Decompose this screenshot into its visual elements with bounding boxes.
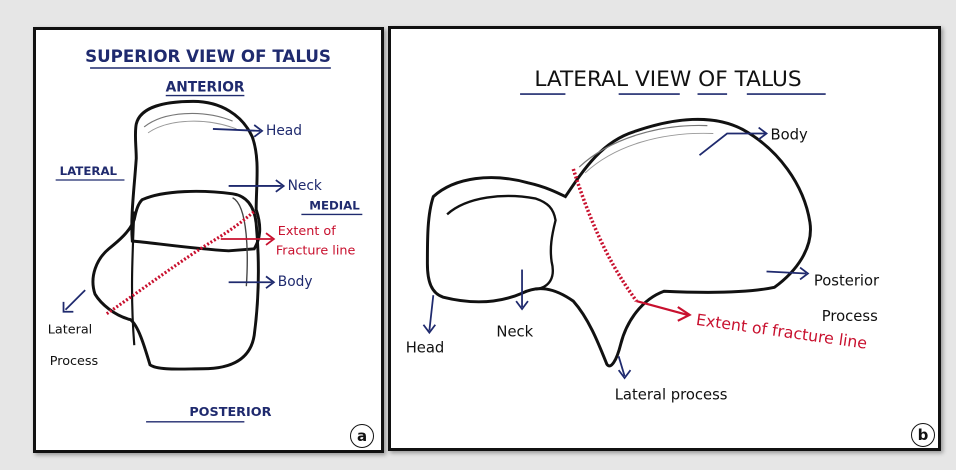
lateral-process-label-line1: Lateral bbox=[48, 322, 92, 337]
posterior-process-label-line2: Process bbox=[822, 308, 878, 325]
lateral-view-drawing: LATERAL VIEW OF TALUS bbox=[391, 29, 938, 448]
anterior-label: ANTERIOR bbox=[166, 80, 245, 96]
fracture-line bbox=[573, 169, 636, 301]
head-label: Head bbox=[266, 123, 302, 139]
posterior-process-arrow bbox=[767, 272, 806, 274]
head-label: Head bbox=[406, 339, 445, 356]
body-label: Body bbox=[278, 274, 313, 290]
lateral-process-label: Lateral process bbox=[615, 387, 728, 404]
annotation-arrows bbox=[64, 125, 284, 312]
annotation-arrows bbox=[423, 128, 807, 378]
lateral-process-label-line2: Process bbox=[50, 354, 99, 369]
medial-label: MEDIAL bbox=[309, 199, 360, 213]
trochlea-hatch-2 bbox=[585, 133, 713, 173]
body-inner-line bbox=[132, 211, 134, 345]
panel-a-title: SUPERIOR VIEW OF TALUS bbox=[85, 46, 331, 66]
neck-label: Neck bbox=[288, 178, 322, 194]
head-articular-hatch bbox=[144, 113, 232, 126]
head-arrow bbox=[213, 129, 260, 131]
body-outline bbox=[93, 191, 258, 369]
fracture-line bbox=[107, 211, 254, 313]
body-label: Body bbox=[770, 126, 808, 143]
lateral-label: LATERAL bbox=[60, 164, 118, 178]
fracture-label-line2: Fracture line bbox=[276, 244, 356, 259]
head-arrow bbox=[429, 295, 433, 330]
posterior-label: POSTERIOR bbox=[189, 405, 271, 420]
lateral-process-arrow bbox=[65, 290, 85, 310]
posterior-process-label-line1: Posterior bbox=[814, 272, 880, 289]
panel-lateral-view: LATERAL VIEW OF TALUS bbox=[388, 26, 941, 451]
panel-b-title: LATERAL VIEW OF TALUS bbox=[534, 67, 801, 92]
trochlea-hatch bbox=[579, 125, 707, 167]
body-facet-line bbox=[233, 198, 248, 286]
head-articular-hatch-2 bbox=[148, 121, 236, 133]
neck-inner-outline bbox=[447, 196, 555, 289]
panel-superior-view: SUPERIOR VIEW OF TALUS ANTERIOR LATERAL … bbox=[33, 27, 384, 453]
head-neck-outline bbox=[132, 101, 260, 250]
neck-label: Neck bbox=[496, 324, 533, 341]
superior-view-drawing: SUPERIOR VIEW OF TALUS ANTERIOR LATERAL … bbox=[36, 30, 381, 450]
fracture-label-line1: Extent of bbox=[278, 224, 336, 239]
panel-b-badge: b bbox=[911, 423, 935, 447]
panel-a-badge: a bbox=[350, 424, 374, 448]
